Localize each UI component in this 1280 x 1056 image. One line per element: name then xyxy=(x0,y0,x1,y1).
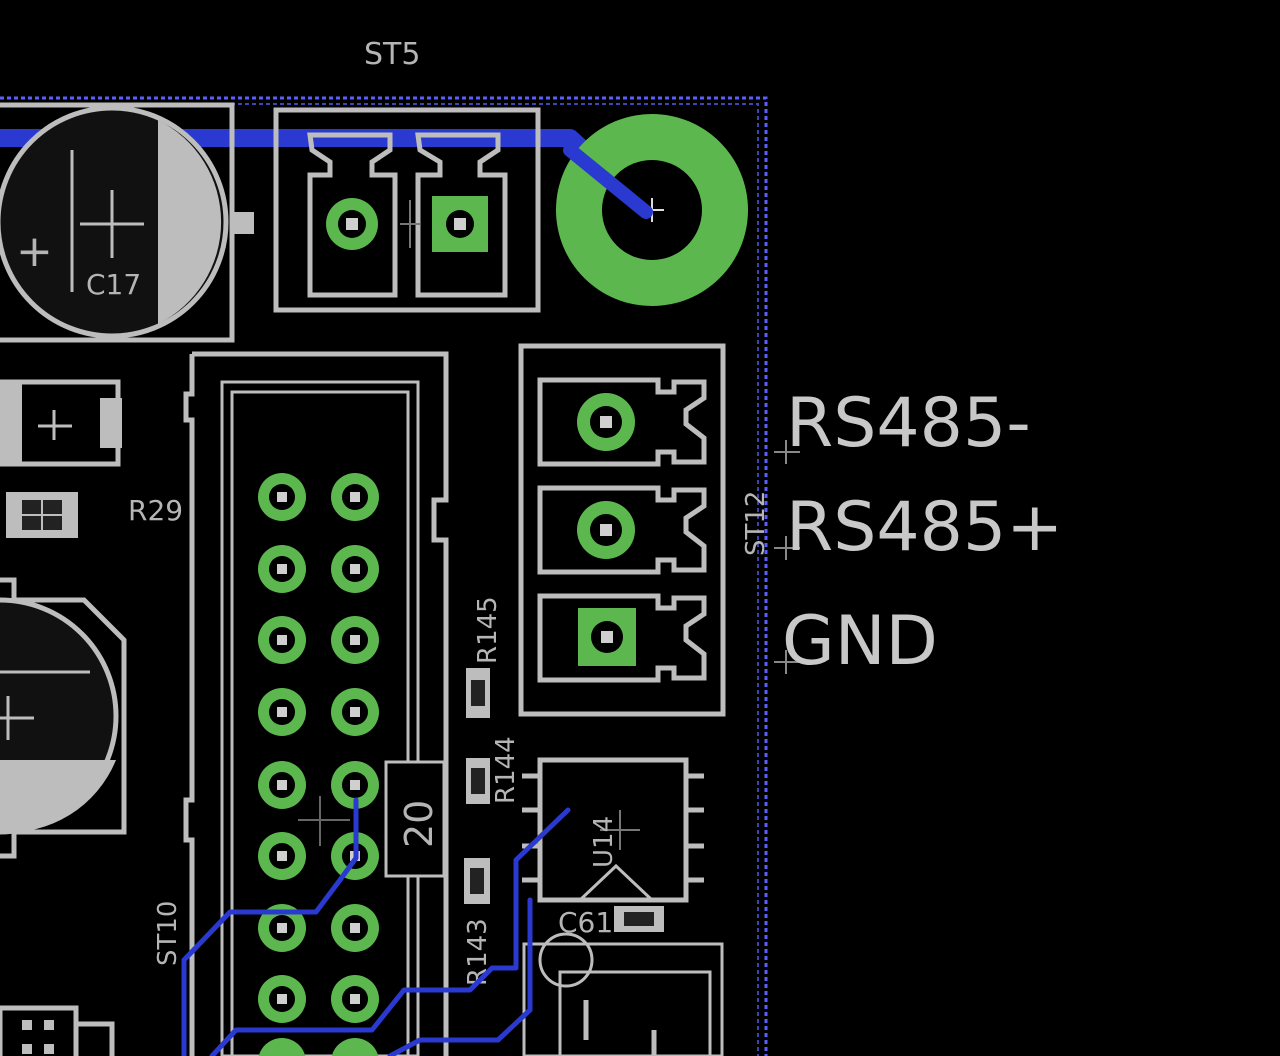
label-st12: ST12 xyxy=(741,491,771,556)
box-header xyxy=(183,351,449,1056)
capacitor-c61 xyxy=(614,906,664,932)
label-u14: U14 xyxy=(589,816,619,868)
label-c17: C17 xyxy=(86,268,141,301)
label-st10: ST10 xyxy=(153,901,183,966)
component-bottom-right xyxy=(522,932,724,1056)
net-label-gnd: GND xyxy=(782,602,938,681)
capacitor-lower-left xyxy=(0,577,127,859)
trace-lower-3 xyxy=(387,897,533,1056)
pin-row-7 xyxy=(258,904,379,952)
component-bottom-left xyxy=(0,1005,115,1056)
resistor-r143 xyxy=(464,858,490,904)
resistor-r144 xyxy=(466,758,490,804)
pin-row-3 xyxy=(258,616,379,664)
pin-row-2 xyxy=(258,545,379,593)
label-r29: R29 xyxy=(128,494,183,527)
pin-row-5 xyxy=(258,761,379,809)
connector-st12 xyxy=(518,343,726,717)
resistor-r29-body xyxy=(6,492,78,538)
pin-row-6 xyxy=(258,832,379,880)
label-st5: ST5 xyxy=(364,37,420,72)
hole-trace-overlay xyxy=(563,143,653,219)
pin-row-1 xyxy=(258,473,379,521)
label-pin-20: 20 xyxy=(397,800,441,848)
trace-lower-2 xyxy=(209,807,571,1056)
connector-st5 xyxy=(273,107,541,313)
capacitor-c17 xyxy=(0,102,254,343)
label-r143: R143 xyxy=(463,918,493,986)
capacitor-plus-symbol-c17: + xyxy=(16,226,53,277)
board-outline-inner xyxy=(0,103,759,1056)
pin-row-4 xyxy=(258,688,379,736)
label-r144: R144 xyxy=(491,736,521,804)
component-left-diode xyxy=(0,379,122,467)
net-label-rs485-plus: RS485+ xyxy=(786,488,1063,567)
header-pins xyxy=(258,473,379,1056)
label-r145: R145 xyxy=(473,596,503,664)
resistor-r145 xyxy=(466,668,490,718)
trace-lower-1 xyxy=(181,797,359,1056)
net-label-rs485-minus: RS485- xyxy=(786,384,1031,463)
pin-row-8 xyxy=(258,975,379,1023)
pin20-marker-box xyxy=(384,760,446,878)
board-outline xyxy=(0,96,768,1056)
